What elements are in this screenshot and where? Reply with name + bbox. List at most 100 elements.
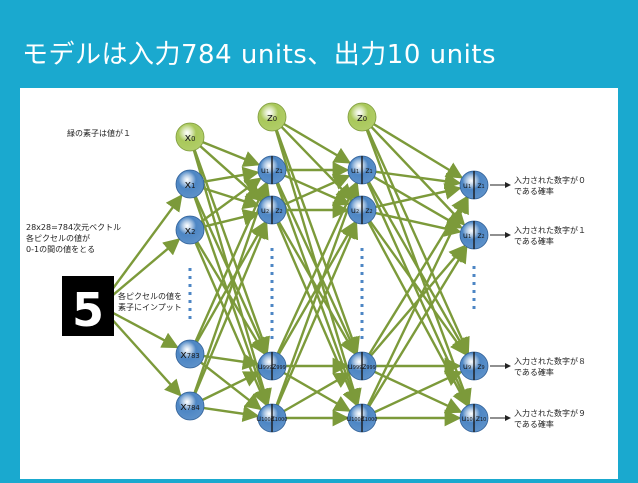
svg-text:u10: u10	[461, 414, 472, 423]
svg-text:u999: u999	[258, 362, 273, 371]
connection-edge	[202, 371, 261, 401]
note-input-desc-1: 28x28=784次元ベクトル	[26, 222, 121, 232]
connection-edge	[203, 208, 260, 228]
output-desc-line1: 入力された数字が１	[514, 225, 586, 235]
output-desc-line2: である確率	[514, 419, 554, 429]
ellipsis-dot	[360, 312, 364, 315]
output-desc-line2: である確率	[514, 186, 554, 196]
svg-text:u1000: u1000	[256, 414, 274, 423]
ellipsis-dot	[188, 316, 192, 319]
svg-text:u2: u2	[261, 206, 269, 215]
network-edges	[107, 123, 511, 427]
svg-text:u9: u9	[463, 362, 471, 371]
connection-edge	[368, 245, 468, 407]
ellipsis-dot	[360, 304, 364, 307]
ellipsis-dot	[360, 288, 364, 291]
connection-edge	[202, 187, 260, 210]
note-input-desc-2: 各ピクセルの値が	[26, 233, 90, 243]
ellipsis-dot	[188, 300, 192, 303]
connection-edge	[277, 220, 356, 355]
svg-text:z2: z2	[477, 231, 484, 240]
connection-edge	[111, 311, 179, 349]
svg-text:z1: z1	[477, 181, 484, 190]
connection-edge	[283, 372, 352, 413]
ellipsis-dot	[360, 256, 364, 259]
ellipsis-dot	[472, 274, 476, 277]
connection-edge	[366, 182, 470, 407]
connection-edge	[366, 129, 470, 355]
connection-edge	[194, 196, 268, 355]
ellipsis-dot	[270, 256, 274, 259]
ellipsis-dot	[360, 296, 364, 299]
svg-text:z2: z2	[275, 206, 282, 215]
ellipsis-dot	[472, 290, 476, 293]
ellipsis-dot	[360, 280, 364, 283]
ellipsis-dot	[360, 264, 364, 267]
svg-text:z1: z1	[275, 166, 282, 175]
svg-text:u2: u2	[351, 206, 359, 215]
connection-edge	[276, 181, 358, 354]
input-node: x1	[175, 169, 205, 199]
svg-text:u1: u1	[463, 181, 471, 190]
ellipsis-dot	[270, 304, 274, 307]
connection-edge	[373, 123, 464, 179]
ellipsis-dot	[270, 280, 274, 283]
input-node: x2	[175, 215, 205, 245]
connection-edge	[194, 221, 269, 394]
ellipsis-dot	[472, 282, 476, 285]
output-desc-line1: 入力された数字が９	[514, 408, 586, 418]
connection-edge	[203, 166, 260, 184]
connection-edge	[284, 174, 351, 206]
connection-edge	[203, 405, 260, 423]
svg-text:x783: x783	[180, 348, 200, 361]
svg-text:x2: x2	[185, 224, 196, 237]
ellipsis-dot	[472, 266, 476, 269]
ellipsis-dot	[360, 248, 364, 251]
connection-edge	[107, 194, 183, 296]
hidden2-bias-node: z0	[347, 102, 377, 132]
svg-text:z2: z2	[365, 206, 372, 215]
ellipsis-dot	[270, 288, 274, 291]
ellipsis-dot	[360, 272, 364, 275]
ellipsis-dot	[270, 336, 274, 339]
slide-title: モデルは入力784 units、出力10 units	[22, 40, 497, 70]
connection-edge	[195, 220, 266, 343]
hidden1-node: u2 z2	[257, 195, 287, 225]
connection-edge	[108, 315, 182, 397]
ellipsis-dot	[270, 312, 274, 315]
svg-text:5: 5	[72, 283, 104, 337]
ellipsis-dot	[188, 284, 192, 287]
svg-text:z0: z0	[357, 111, 367, 124]
svg-text:u1: u1	[351, 166, 359, 175]
svg-text:z1000: z1000	[271, 414, 288, 423]
connection-edge	[375, 183, 462, 209]
ellipsis-dot	[270, 264, 274, 267]
output-node: u1 z2	[459, 220, 489, 250]
svg-text:u999: u999	[348, 362, 363, 371]
svg-text:x784: x784	[180, 400, 200, 413]
note-pixel-input-2: 素子にインプット	[118, 302, 182, 312]
ellipsis-dot	[270, 248, 274, 251]
svg-text:z999: z999	[272, 362, 286, 371]
ellipsis-dot	[360, 328, 364, 331]
connection-edge	[366, 196, 469, 406]
output-desc-line2: である確率	[514, 236, 554, 246]
ellipsis-dots	[188, 248, 476, 339]
hidden2-node: u2 z2	[347, 195, 377, 225]
connection-edge	[375, 170, 462, 190]
svg-text:z1000: z1000	[361, 414, 378, 423]
svg-text:z10: z10	[476, 414, 487, 423]
input-node: x783	[175, 339, 205, 369]
svg-text:z0: z0	[267, 111, 277, 124]
svg-text:u1: u1	[463, 231, 471, 240]
ellipsis-dot	[270, 296, 274, 299]
ellipsis-dot	[188, 292, 192, 295]
connection-edge	[194, 181, 268, 342]
